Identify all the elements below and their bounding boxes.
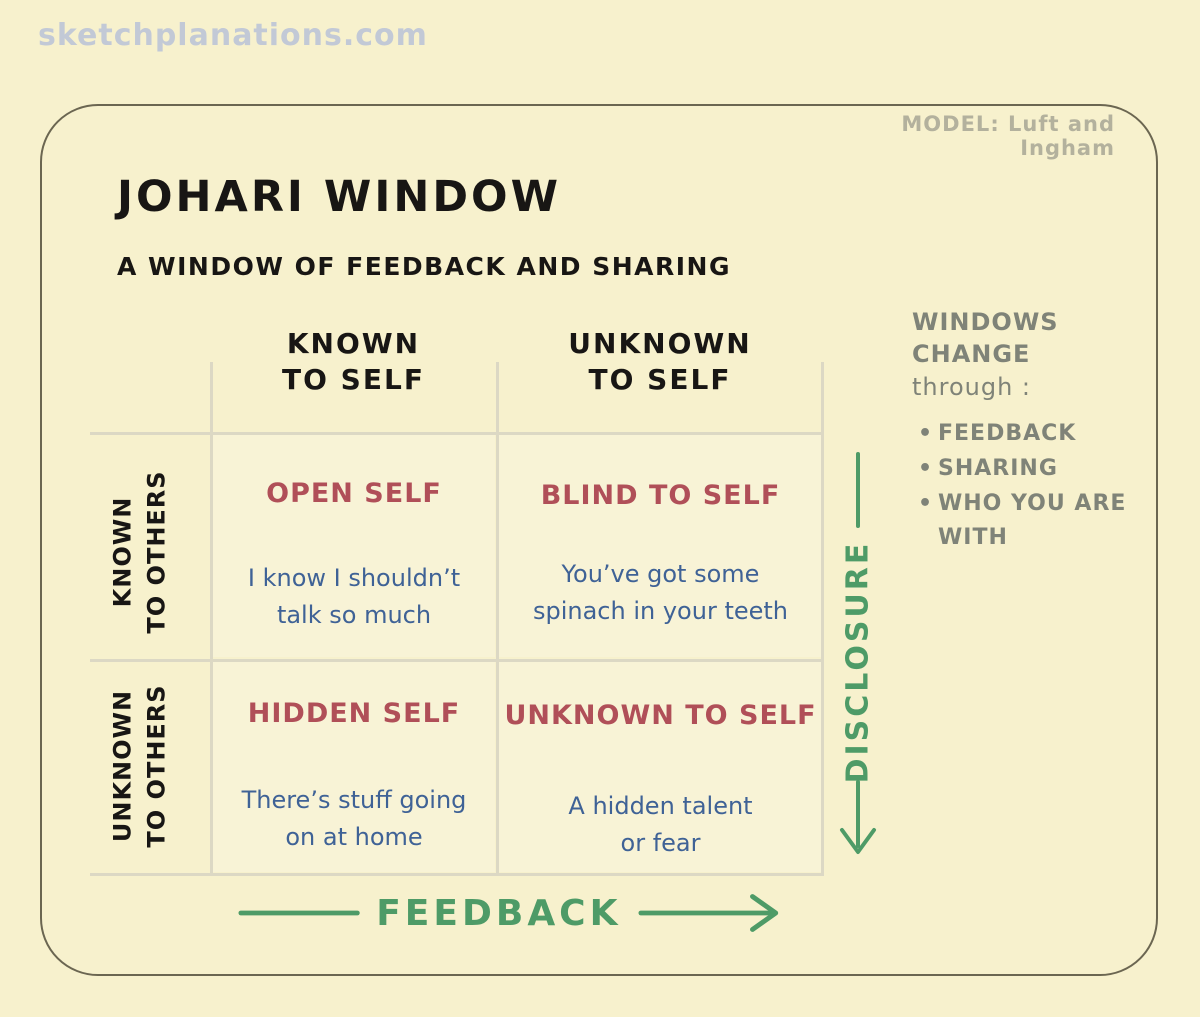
- grid-vertical-line: [496, 362, 499, 876]
- notes-heading: WINDOWS CHANGE: [912, 308, 1059, 369]
- grid-vertical-line: [821, 362, 824, 876]
- disclosure-axis-line: [856, 452, 860, 528]
- down-arrow-icon: [836, 778, 880, 862]
- feedback-axis: FEEDBACK: [238, 884, 783, 942]
- cell-title-hidden-self: HIDDEN SELF: [247, 698, 461, 729]
- feedback-axis-line: [238, 910, 360, 916]
- site-watermark: sketchplanations.com: [38, 18, 428, 53]
- row-header-known-to-others: KNOWN TO OTHERS: [106, 470, 173, 633]
- page-subtitle: A WINDOW OF FEEDBACK AND SHARING: [117, 252, 731, 281]
- row-header-line: TO OTHERS: [142, 470, 170, 634]
- cell-open-self-bg: [212, 435, 495, 657]
- cell-body-line: There’s stuff going: [241, 786, 467, 814]
- grid-horizontal-line: [90, 432, 824, 435]
- column-header-unknown-to-self: UNKNOWN TO SELF: [497, 326, 823, 399]
- windows-change-notes: WINDOWS CHANGE through : FEEDBACK SHARIN…: [912, 306, 1152, 556]
- grid-horizontal-line: [90, 659, 824, 662]
- grid-vertical-line: [210, 362, 213, 876]
- cell-body-hidden-self: There’s stuff going on at home: [206, 782, 502, 856]
- cell-body-line: or fear: [620, 829, 701, 858]
- row-header-line: UNKNOWN: [108, 689, 137, 843]
- cell-body-line: I know I shouldn’t: [247, 564, 461, 592]
- cell-body-line: A hidden talent: [568, 792, 753, 820]
- cell-body-line: spinach in your teeth: [532, 597, 789, 626]
- right-arrow-icon: [637, 894, 778, 932]
- cell-hidden-self-bg: [212, 662, 495, 872]
- cell-title-blind-to-self: BLIND TO SELF: [540, 480, 781, 511]
- grid-horizontal-line: [90, 873, 824, 876]
- cell-title-unknown-to-self: UNKNOWN TO SELF: [504, 700, 817, 731]
- cell-body-line: talk so much: [276, 601, 432, 630]
- row-header-line: TO OTHERS: [142, 684, 170, 848]
- model-credit: MODEL: Luft and Ingham: [901, 112, 1115, 160]
- cell-blind-to-self-bg: [499, 435, 821, 657]
- column-header-line: TO SELF: [282, 363, 425, 397]
- notes-subheading: through :: [912, 372, 1032, 401]
- disclosure-axis-label: DISCLOSURE: [840, 540, 876, 784]
- cell-body-blind-to-self: You’ve got some spinach in your teeth: [499, 556, 822, 630]
- cell-body-unknown-to-self: A hidden talent or fear: [499, 788, 822, 862]
- cell-body-open-self: I know I shouldn’t talk so much: [206, 560, 502, 634]
- note-bullet-feedback: FEEDBACK: [912, 417, 1137, 452]
- page-title: JOHARI WINDOW: [117, 172, 561, 222]
- row-header-unknown-to-others: UNKNOWN TO OTHERS: [106, 684, 173, 847]
- cell-unknown-to-self-bg: [499, 662, 821, 872]
- sketch-frame: [40, 104, 1158, 976]
- column-header-line: UNKNOWN: [568, 327, 752, 360]
- note-bullet-who-you-are-with: WHO YOU ARE WITH: [912, 487, 1137, 557]
- column-header-known-to-self: KNOWN TO SELF: [210, 326, 497, 399]
- cell-title-open-self: OPEN SELF: [266, 478, 442, 509]
- cell-body-line: You’ve got some: [561, 560, 760, 588]
- cell-body-line: on at home: [285, 823, 423, 852]
- feedback-axis-label: FEEDBACK: [376, 892, 622, 934]
- row-header-line: KNOWN: [108, 496, 137, 608]
- column-header-line: TO SELF: [588, 363, 732, 397]
- notes-bullet-list: FEEDBACK SHARING WHO YOU ARE WITH: [912, 417, 1137, 556]
- column-header-line: KNOWN: [286, 327, 421, 360]
- note-bullet-sharing: SHARING: [912, 452, 1137, 487]
